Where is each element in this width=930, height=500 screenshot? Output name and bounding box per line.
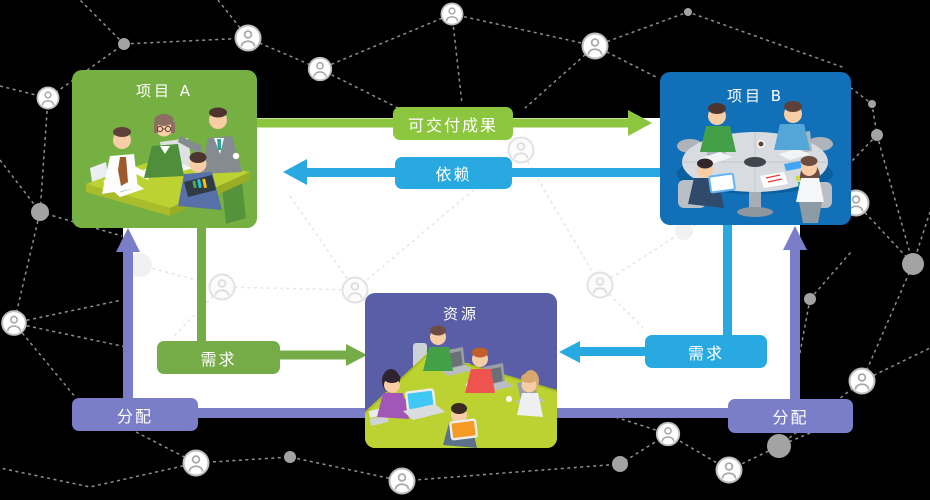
network-dots [31, 8, 924, 472]
allocate-b-label: 分配 [728, 399, 853, 433]
deliverable-label: 可交付成果 [393, 107, 513, 140]
resource-title: 资源 [442, 305, 479, 323]
allocate-a-label: 分配 [72, 398, 198, 431]
demand-b-label: 需求 [645, 335, 767, 368]
project-b-node: 项目 B [660, 72, 851, 225]
resource-node: 资源 [365, 293, 557, 448]
project-a-title: 项目 A [135, 82, 194, 100]
project-b-title: 项目 B [726, 87, 785, 105]
panel-dot [675, 222, 693, 240]
dependency-label: 依赖 [395, 157, 512, 189]
demand-a-label: 需求 [157, 341, 280, 374]
demand-a-connector [197, 227, 367, 366]
workstations-illustration [365, 325, 557, 448]
team-meeting-illustration [86, 107, 250, 224]
round-table-illustration [677, 101, 833, 223]
panel-dot [128, 253, 152, 277]
demand-b-connector [559, 224, 732, 363]
project-a-node: 项目 A [72, 70, 257, 228]
